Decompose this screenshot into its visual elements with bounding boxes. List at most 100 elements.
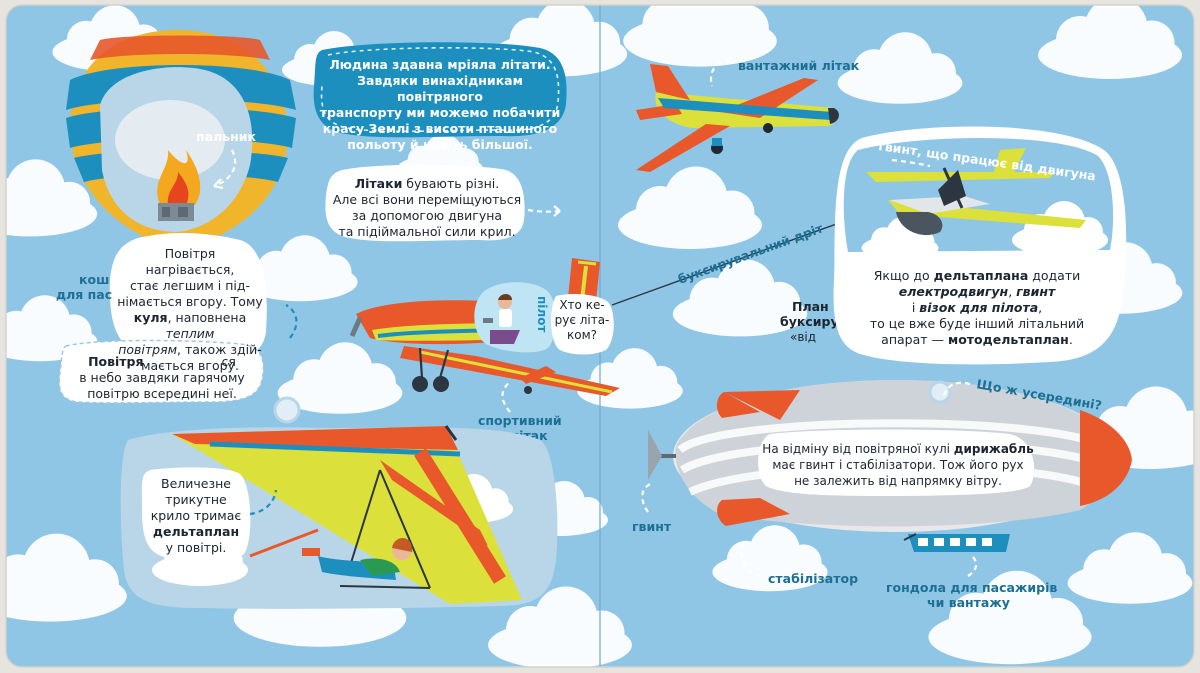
balloon-lower-bubble (59, 340, 264, 403)
motoglider-span: , (1008, 284, 1017, 299)
hangglider-line: крило тримає (150, 508, 242, 523)
who-bubble-text: Хто ке- рує літа- ком? (552, 298, 612, 343)
motoglider-line: Якщо до дельтаплана додати (842, 268, 1112, 284)
motoglider-span: апарат — (881, 332, 948, 347)
planes-span: бувають різні. (402, 176, 500, 191)
balloon-dashed-outline (58, 339, 265, 404)
balloon-line: німається вгору. Тому (117, 294, 263, 309)
motoglider-span: Якщо до (873, 268, 934, 283)
motoglider-span: додати (1028, 268, 1081, 283)
balloon-lower-line: повітрю всередині неї. (87, 386, 237, 401)
motoglider-span: , (1038, 300, 1043, 315)
balloon-line: Повітря (164, 246, 216, 261)
airship-gondola-label-1: гондола для пасажирів (886, 580, 1057, 595)
airship-propeller-arrow (641, 483, 651, 513)
airship-line: має гвинт і стабілізатори. Тож його рух (772, 458, 1024, 472)
airship-line: На відміну від повітряної кулі дирижабль (760, 441, 1036, 457)
panel-tab-right (928, 380, 952, 404)
burner-label: пальник (196, 129, 257, 144)
panel-tab-left (273, 396, 301, 424)
airship-text-window (758, 429, 1035, 496)
airship-gondola-arrow (967, 555, 978, 577)
airship-span: На відміну від повітряної кулі (762, 442, 954, 456)
intro-text: Людина здавна мріяла літати. Завдяки вин… (318, 57, 562, 153)
motoglider-bold: мотодельтаплан (948, 332, 1069, 347)
hangglider-line: трикутне (165, 492, 227, 507)
hangglider-arrow (249, 489, 278, 516)
planes-line: Але всі вони переміщуються (332, 192, 522, 207)
motoglider-span: і (911, 300, 920, 315)
balloon-span: , наповнена (167, 310, 247, 325)
balloon-line: мається вгору. (141, 358, 239, 373)
balloon-line: куля, наповнена теплим (114, 310, 266, 342)
hangglider-bold: дельтаплан (152, 524, 240, 539)
who-line: ком? (566, 328, 597, 342)
cargo-plane-label: вантажний літак (738, 58, 860, 73)
balloon-lower-line: Повітря ся (62, 354, 262, 370)
motoglider-line: і візок для пілота, (842, 300, 1112, 316)
motoglider-line: апарат — мотодельтаплан. (842, 332, 1112, 348)
airship-bold: дирижабль (953, 442, 1034, 456)
motoglider-plane (866, 148, 1086, 236)
balloon-line: нагрівається, (145, 262, 235, 277)
hot-air-balloon (66, 30, 296, 244)
airship-inside-arrow (942, 381, 971, 397)
hangglider-line: у повітрі. (165, 540, 227, 555)
balloon-lower-bold: Повітря (88, 354, 144, 369)
planes-info-bubble (325, 164, 525, 242)
partial-text-right-1: План (792, 299, 829, 314)
balloon-line: повітрям, також здій- (114, 342, 266, 358)
planes-bold: Літаки (354, 176, 403, 191)
partial-text-left-2: для пас (56, 287, 112, 302)
hangglider-text: Величезне трикутне крило тримає дельтапл… (142, 476, 250, 556)
pilot-label: пілот (535, 296, 549, 332)
intro-line: транспорту ми можемо побачити (319, 105, 561, 120)
planes-arrow (527, 208, 561, 213)
airship-stabilizer-label: стабілізатор (768, 571, 858, 586)
airship-stabilizer-arrow (740, 539, 761, 578)
motoglider-bold-italic: електродвигун (898, 284, 1009, 299)
intro-line: красу Землі з висоти пташиного (322, 121, 558, 136)
hangglider-line: дельтаплан (142, 524, 250, 540)
intro-line: польоту й навіть більшої. (347, 137, 533, 152)
motoglider-line: то це вже буде інший літальний (869, 316, 1085, 331)
planes-line: та підіймальної сили крил. (338, 224, 516, 239)
sport-plane-label-1: спортивний (478, 413, 562, 428)
cargo-arrow (709, 60, 731, 87)
motoglider-text: Якщо до дельтаплана додати електродвигун… (842, 268, 1112, 348)
intro-line: Завдяки винахідникам повітряного (357, 73, 523, 104)
hangglider-bubble (141, 467, 251, 561)
who-line: Хто ке- (559, 298, 605, 312)
cargo-plane (636, 64, 839, 172)
hang-glider (172, 425, 522, 604)
airship-text: На відміну від повітряної кулі дирижабль… (760, 441, 1036, 489)
tow-wire (611, 221, 843, 306)
planes-line: Літаки бувають різні. (330, 176, 524, 192)
balloon-info-text: Повітря нагрівається, стає легшим і під-… (114, 246, 266, 374)
airship-propeller-label: гвинт (632, 519, 672, 534)
hangglider-line: Величезне (161, 476, 231, 491)
planes-info-text: Літаки бувають різні. Але всі вони перем… (330, 176, 524, 240)
motoglider-line: електродвигун, гвинт (842, 284, 1112, 300)
balloon-italic: теплим (165, 326, 215, 341)
intro-line: Людина здавна мріяла літати. (329, 57, 551, 72)
motoglider-span: . (1068, 332, 1073, 347)
motoglider-bold-italic: візок для пілота (919, 300, 1039, 315)
planes-line: за допомогою двигуна (351, 208, 503, 223)
balloon-line: стає легшим і під- (129, 278, 251, 293)
who-line: рує літа- (554, 313, 610, 327)
balloon-lower-span: ся (221, 354, 236, 369)
motoglider-bold: дельтаплана (933, 268, 1029, 283)
balloon-bold: куля (133, 310, 168, 325)
balloon-italic: повітрям (118, 342, 178, 357)
partial-text-right-3: «від (790, 330, 816, 344)
motoglider-bold-italic: гвинт (1016, 284, 1056, 299)
who-bubble (551, 294, 614, 355)
airship-line: не залежить від напрямку вітру. (794, 474, 1002, 488)
motoglider-arrow (891, 158, 931, 168)
burner-arrow (213, 149, 237, 188)
balloon-arrow-up (285, 304, 298, 339)
sport-arrow (501, 381, 511, 413)
partial-text-right-2: буксиру (780, 314, 839, 329)
